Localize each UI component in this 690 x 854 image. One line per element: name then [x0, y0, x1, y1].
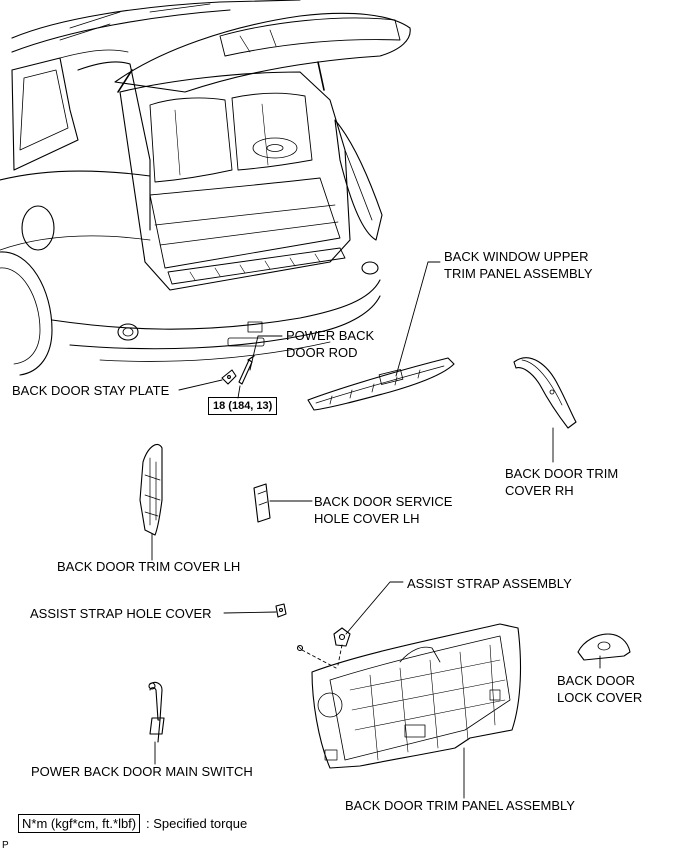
- power-back-door-rod: [238, 355, 255, 385]
- leader-lines: [151, 261, 601, 799]
- corner-mark: P: [2, 840, 9, 851]
- back-door-lock-cover: [577, 633, 631, 661]
- assist-strap-hole-cover: [275, 603, 287, 618]
- label-back-door-trim-cover-lh: BACK DOOR TRIM COVER LH: [57, 559, 241, 574]
- label-line: POWER BACK: [286, 328, 375, 343]
- label-back-window-upper-trim: BACK WINDOW UPPER TRIM PANEL ASSEMBLY: [444, 248, 593, 282]
- label-line: BACK DOOR: [557, 673, 636, 688]
- label-back-door-trim-cover-rh: BACK DOOR TRIM COVER RH: [505, 465, 618, 499]
- torque-legend-box: N*m (kgf*cm, ft.*lbf): [18, 814, 141, 833]
- back-door-service-hole-cover-lh: [253, 483, 271, 523]
- label-line: TRIM PANEL ASSEMBLY: [444, 266, 593, 281]
- back-door-trim-panel-assembly: [311, 623, 522, 769]
- assist-strap-assembly: [333, 627, 351, 647]
- back-door-stay-plate: [221, 369, 237, 385]
- back-door-trim-cover-lh: [139, 444, 163, 536]
- label-line: DOOR ROD: [286, 345, 358, 360]
- label-assist-strap-assembly: ASSIST STRAP ASSEMBLY: [407, 576, 572, 591]
- label-line: BACK WINDOW UPPER: [444, 249, 589, 264]
- label-back-door-trim-panel-assembly: BACK DOOR TRIM PANEL ASSEMBLY: [345, 798, 575, 813]
- screw: [296, 644, 304, 652]
- power-back-door-main-switch: [148, 681, 165, 743]
- label-line: LOCK COVER: [557, 690, 643, 705]
- label-assist-strap-hole-cover: ASSIST STRAP HOLE COVER: [30, 606, 212, 621]
- back-window-upper-trim-panel: [307, 357, 455, 411]
- label-line: COVER RH: [505, 483, 574, 498]
- torque-spec-box: 18 (184, 13): [208, 397, 278, 415]
- vehicle-illustration: [0, 0, 411, 376]
- torque-legend-text: : Specified torque: [146, 816, 248, 831]
- label-power-back-door-main-switch: POWER BACK DOOR MAIN SWITCH: [31, 764, 253, 779]
- label-line: BACK DOOR TRIM: [505, 466, 619, 481]
- label-power-back-door-rod: POWER BACK DOOR ROD: [286, 327, 374, 361]
- label-back-door-service-hole-cover-lh: BACK DOOR SERVICE HOLE COVER LH: [314, 493, 452, 527]
- label-line: HOLE COVER LH: [314, 511, 420, 526]
- label-line: BACK DOOR SERVICE: [314, 494, 453, 509]
- label-back-door-stay-plate: BACK DOOR STAY PLATE: [12, 383, 170, 398]
- back-door-trim-cover-rh: [513, 357, 577, 429]
- label-back-door-lock-cover: BACK DOOR LOCK COVER: [557, 672, 642, 706]
